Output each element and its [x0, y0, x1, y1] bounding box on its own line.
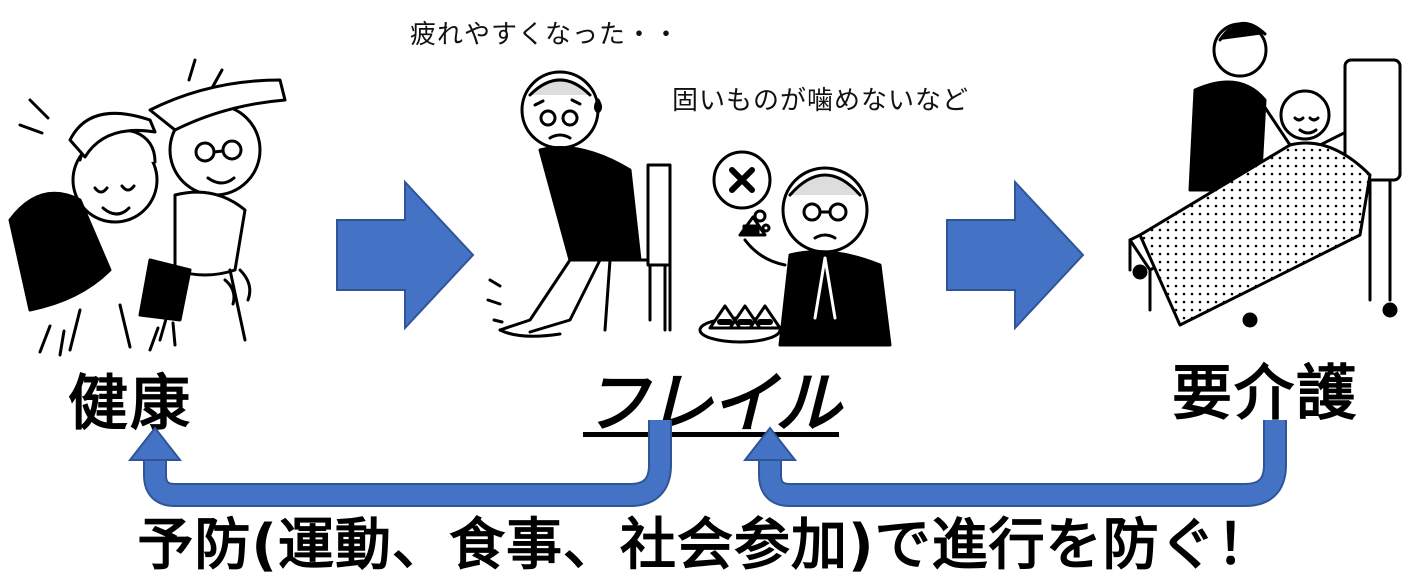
right-arrow-icon	[946, 179, 1085, 331]
elderly-man-cannot-chew-icon	[698, 150, 892, 347]
stage-label-care: 要介護	[1172, 359, 1358, 429]
right-arrow-icon	[336, 179, 475, 331]
stage-label-frailty: フレイル	[583, 365, 841, 442]
tired-elderly-man-sitting-icon	[486, 70, 672, 338]
return-arrow-icon	[127, 420, 672, 507]
stage-label-health: 健康	[68, 369, 192, 439]
prevention-message: 予防(運動、食事、社会参加)で進行を防ぐ！	[137, 513, 1274, 578]
fatigue-caption: 疲れやすくなった・・	[410, 20, 681, 50]
caregiver-bedridden-patient-icon	[1128, 22, 1402, 328]
chewing-caption: 固いものが噛めないなど	[672, 86, 970, 116]
stretching-elderly-couple-icon	[8, 58, 287, 357]
return-arrow-icon	[742, 420, 1287, 507]
